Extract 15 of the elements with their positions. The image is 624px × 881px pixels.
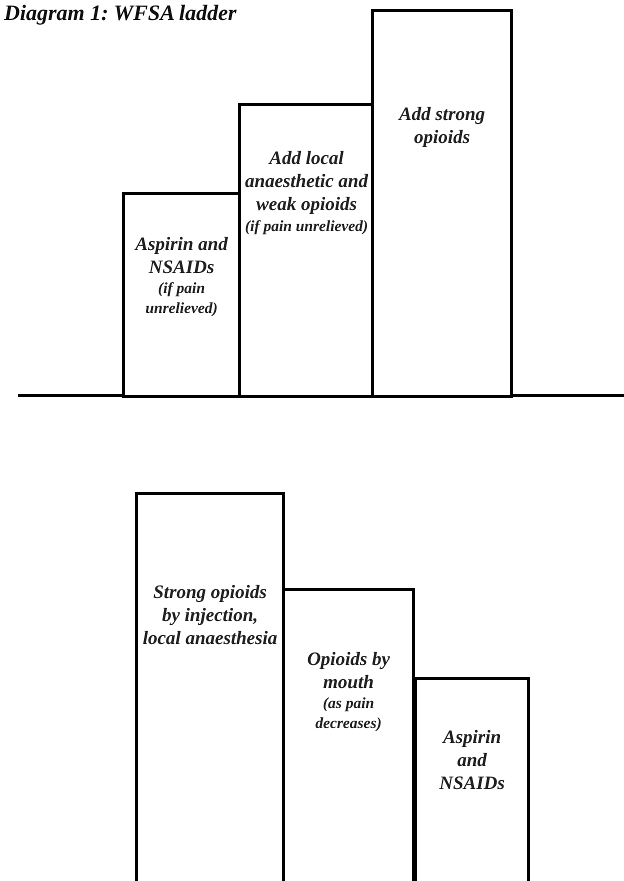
ladder-step xyxy=(122,192,241,398)
step-label: Opioids by mouth xyxy=(306,648,391,694)
step-label: Add local anaesthetic and weak opioids xyxy=(244,147,370,217)
step-note: (if pain unrelieved) xyxy=(244,216,370,236)
ladder-step xyxy=(371,9,513,398)
ladder-step xyxy=(135,492,285,881)
step-label: Strong opioids by injection, local anaesthesia xyxy=(142,581,278,651)
step-label: Add strong opioids xyxy=(397,103,486,150)
diagram-title: Diagram 1: WFSA ladder xyxy=(4,0,236,26)
step-note: (as pain decreases) xyxy=(314,694,383,734)
step-label: Aspirin and NSAIDs xyxy=(133,233,229,280)
step-note: (if pain unrelieved) xyxy=(144,279,219,318)
ladder-step xyxy=(282,588,415,881)
ladder-step xyxy=(414,677,530,881)
step-label: Aspirin and NSAIDs xyxy=(438,726,506,796)
